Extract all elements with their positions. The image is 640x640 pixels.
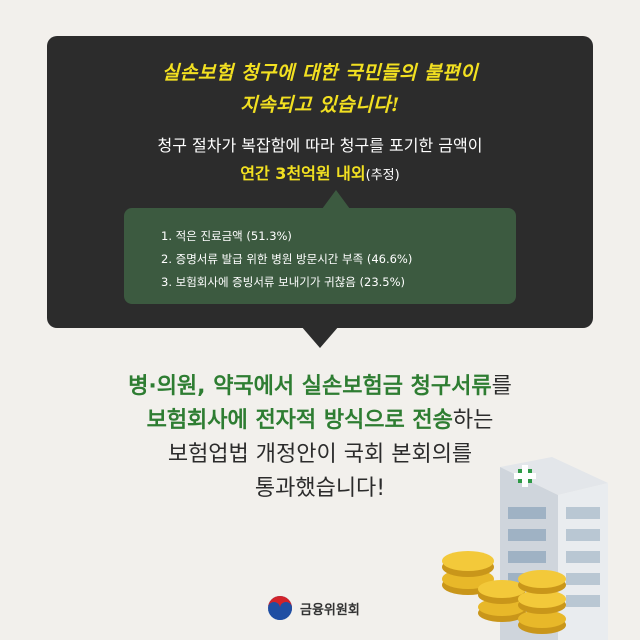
message-line-3: 보험업법 개정안이 국회 본회의를 bbox=[167, 442, 473, 467]
org-name: 금융위원회 bbox=[300, 603, 360, 618]
message-text: 하는 bbox=[452, 408, 494, 433]
message-line-1: 병·의원, 약국에서 실손보험금 청구서류를 bbox=[0, 368, 640, 400]
message-text: 를 bbox=[491, 374, 512, 399]
hospital-building-with-coins-icon bbox=[442, 457, 608, 640]
estimate-note: (추정) bbox=[365, 168, 400, 183]
amount-highlight: 연간 3천억원 내외 bbox=[240, 164, 366, 183]
reason-item: 3. 보험회사에 증빙서류 보내기가 귀찮음 (23.5%) bbox=[161, 275, 406, 289]
message-emphasis: 보험회사에 전자적 방식으로 전송 bbox=[146, 408, 453, 433]
message-line-4: 통과했습니다! bbox=[254, 476, 386, 501]
reason-item: 2. 증명서류 발급 위한 병원 방문시간 부족 (46.6%) bbox=[161, 252, 413, 266]
subtext-line-2: 연간 3천억원 내외(추정) bbox=[47, 160, 593, 184]
subtext-line-1: 청구 절차가 복잡함에 따라 청구를 포기한 금액이 bbox=[157, 136, 483, 155]
reasons-bubble-tail bbox=[322, 190, 350, 209]
message-emphasis: 병·의원, 약국에서 실손보험금 청구서류 bbox=[128, 374, 492, 399]
taegeuk-emblem-icon bbox=[268, 596, 292, 620]
reason-item: 1. 적은 진료금액 (51.3%) bbox=[161, 229, 292, 243]
reasons-box bbox=[124, 208, 516, 304]
headline-line-1: 실손보험 청구에 대한 국민들의 불편이 bbox=[161, 62, 479, 84]
speech-bubble-tail bbox=[301, 326, 339, 348]
footer-logo: 금융위원회 bbox=[266, 594, 396, 622]
message-line-2: 보험회사에 전자적 방식으로 전송하는 bbox=[0, 402, 640, 434]
headline-line-2: 지속되고 있습니다! bbox=[240, 94, 400, 116]
